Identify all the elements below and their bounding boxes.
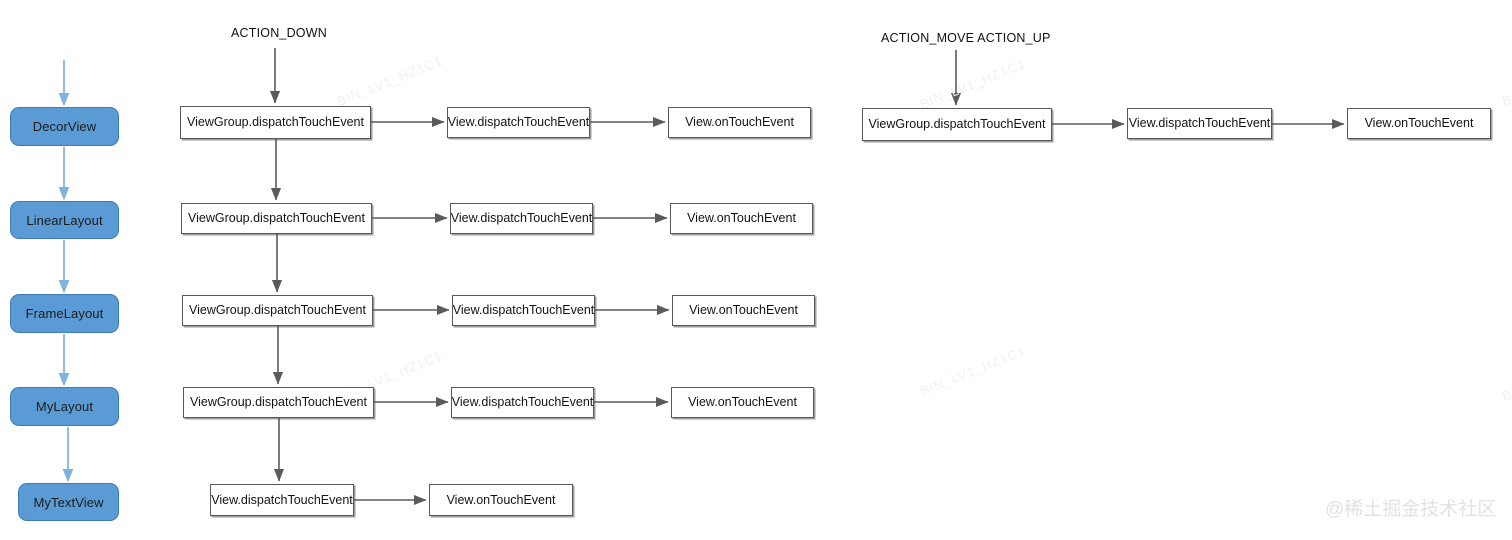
flow-box-view-dispatch[interactable]: View.dispatchTouchEvent [451,387,594,418]
watermark-corner: @稀土掘金技术社区 [1325,499,1497,520]
view-node-decorview[interactable]: DecorView [10,107,119,146]
flow-box-view-ontouch-move[interactable]: View.onTouchEvent [1347,108,1491,139]
flow-box-view-ontouch[interactable]: View.onTouchEvent [670,203,813,234]
action-move-up-label: ACTION_MOVE ACTION_UP [881,31,1051,45]
flow-box-viewgroup-dispatch[interactable]: ViewGroup.dispatchTouchEvent [181,203,372,234]
view-node-linearlayout[interactable]: LinearLayout [10,201,119,239]
view-node-mytextview[interactable]: MyTextView [18,483,119,521]
flow-box-viewgroup-dispatch[interactable]: ViewGroup.dispatchTouchEvent [183,387,374,418]
flow-box-view-ontouch[interactable]: View.onTouchEvent [671,387,814,418]
flow-box-view-dispatch[interactable]: View.dispatchTouchEvent [452,295,595,326]
action-down-label: ACTION_DOWN [231,26,327,40]
view-node-framelayout[interactable]: FrameLayout [10,294,119,333]
view-node-mylayout[interactable]: MyLayout [10,387,119,426]
flow-box-view-dispatch[interactable]: View.dispatchTouchEvent [210,484,354,516]
flow-box-view-dispatch[interactable]: View.dispatchTouchEvent [450,203,593,234]
flow-box-view-dispatch[interactable]: View.dispatchTouchEvent [447,107,590,138]
flow-box-view-dispatch-move[interactable]: View.dispatchTouchEvent [1127,108,1272,139]
flow-box-viewgroup-dispatch[interactable]: ViewGroup.dispatchTouchEvent [182,295,373,326]
flow-box-view-ontouch[interactable]: View.onTouchEvent [429,484,573,516]
flow-box-viewgroup-dispatch[interactable]: ViewGroup.dispatchTouchEvent [180,106,371,139]
flow-box-viewgroup-dispatch-move[interactable]: ViewGroup.dispatchTouchEvent [862,108,1052,141]
flow-box-view-ontouch[interactable]: View.onTouchEvent [668,107,811,138]
flow-box-view-ontouch[interactable]: View.onTouchEvent [672,295,815,326]
